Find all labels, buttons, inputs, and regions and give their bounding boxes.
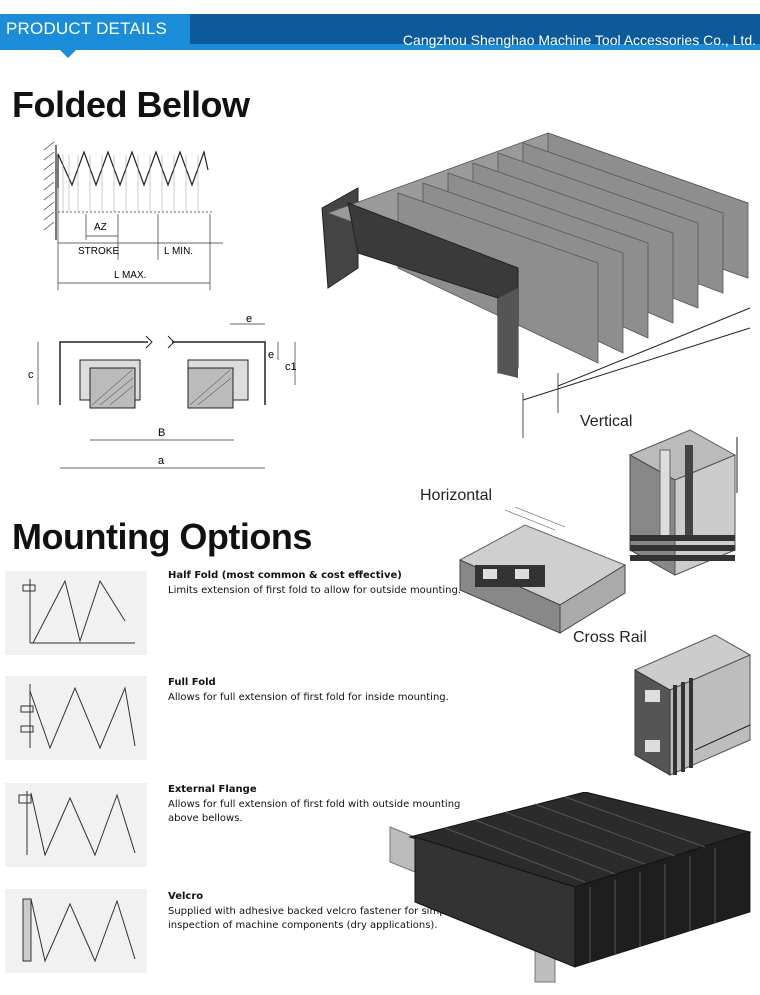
lmax-label: L MAX. <box>114 270 146 281</box>
mounting-options-title: Mounting Options <box>12 516 312 557</box>
full-fold-thumbnail <box>5 676 147 760</box>
cross-section-diagram: c c1 e e B a <box>28 313 297 469</box>
a-label: a <box>158 455 165 467</box>
e-side-label: e <box>268 349 274 361</box>
c1-label: c1 <box>285 361 297 373</box>
folded-bellow-title: Folded Bellow <box>12 84 250 125</box>
vertical-label: Vertical <box>580 413 633 430</box>
option-title-velcro: Velcro <box>168 891 204 902</box>
stroke-diagram: AZ STROKE L MIN. L MAX. <box>43 141 223 290</box>
header-underline <box>0 44 760 50</box>
header-banner: PRODUCT DETAILS Cangzhou Shenghao Machin… <box>0 0 760 58</box>
half-fold-thumbnail <box>5 571 147 655</box>
black-bellow-illustration <box>389 792 752 983</box>
cross-rail-label: Cross Rail <box>573 629 647 646</box>
c-label: c <box>28 369 34 381</box>
product-details-tab: PRODUCT DETAILS <box>0 14 190 44</box>
horizontal-label: Horizontal <box>420 487 493 504</box>
option-desc-external-flange: Allows for full extension of first fold … <box>168 799 461 824</box>
option-desc-half-fold: Limits extension of first fold to allow … <box>168 585 462 596</box>
option-desc-full-fold: Allows for full extension of first fold … <box>168 692 449 703</box>
option-title-half-fold: Half Fold (most common & cost effective) <box>168 570 402 581</box>
b-label: B <box>158 427 165 439</box>
folded-bellow-illustration <box>321 132 751 438</box>
option-desc-velcro: Supplied with adhesive backed velcro fas… <box>168 906 496 931</box>
e-top-label: e <box>246 313 252 325</box>
stroke-label: STROKE <box>78 246 119 257</box>
horizontal-illustration <box>458 506 627 634</box>
option-title-full-fold: Full Fold <box>168 677 216 688</box>
product-details-label: PRODUCT DETAILS <box>6 19 168 38</box>
header-notch <box>60 50 76 58</box>
vertical-small-illustration <box>628 429 738 576</box>
external-flange-thumbnail <box>5 783 147 867</box>
header-bar-dark <box>190 14 760 44</box>
cross-rail-illustration <box>633 634 752 776</box>
az-label: AZ <box>94 222 107 233</box>
company-name: Cangzhou Shenghao Machine Tool Accessori… <box>402 32 756 48</box>
option-title-external-flange: External Flange <box>168 784 257 795</box>
velcro-thumbnail <box>5 889 147 973</box>
lmin-label: L MIN. <box>164 246 193 257</box>
